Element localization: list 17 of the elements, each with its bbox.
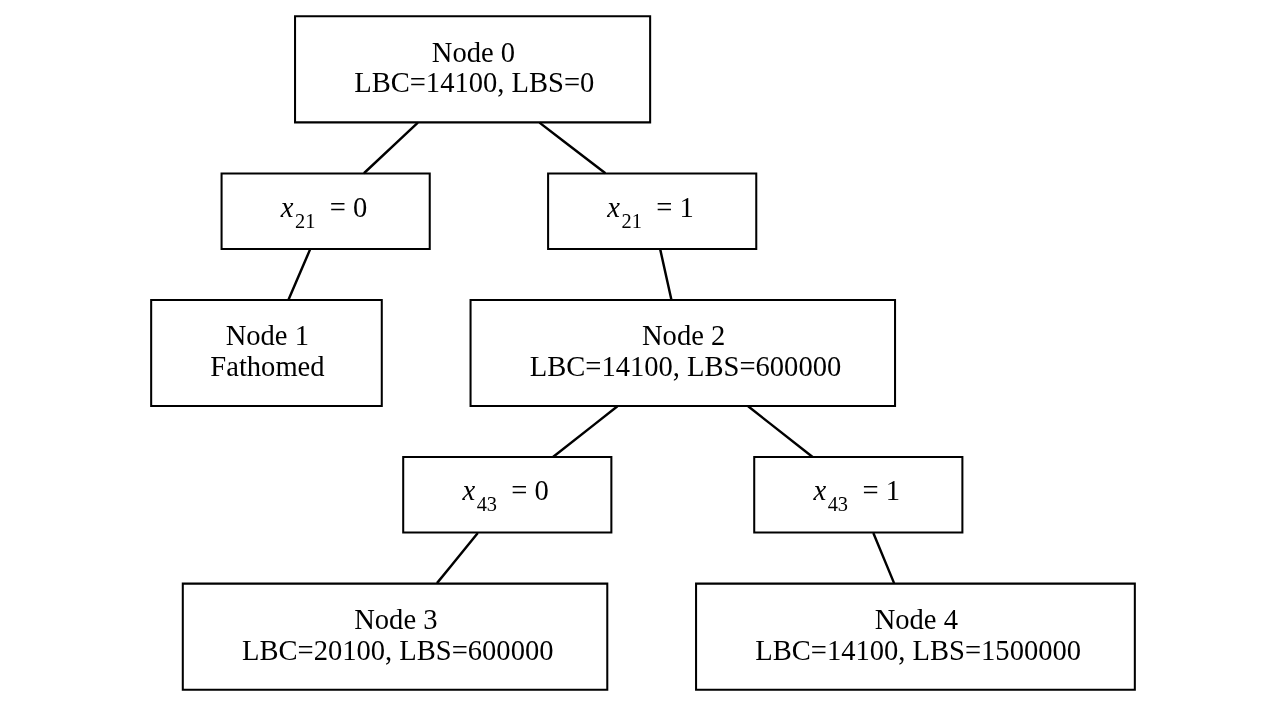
node-box: Node 4 LBC=14100, LBS=1500000 (695, 582, 1136, 691)
node-box: x$_{21}$ = 0 (220, 172, 431, 250)
node-box: Node 3 LBC=20100, LBS=600000 (181, 582, 609, 691)
connector (659, 249, 673, 300)
connector (872, 532, 896, 584)
node-box: x$_{21}$ = 1 (547, 172, 758, 250)
node-box: x$_{43}$ = 0 (402, 456, 613, 534)
node-box: x$_{43}$ = 1 (753, 456, 964, 534)
connector (747, 405, 814, 458)
connector (436, 532, 479, 584)
connector (287, 248, 312, 300)
connector (552, 405, 619, 458)
connector (538, 121, 607, 175)
node-box: Node 0 LBC=14100, LBS=0 (294, 15, 652, 124)
node-box: Node 1 Fathomed (150, 298, 383, 408)
node-box: Node 2 LBC=14100, LBS=600000 (469, 298, 897, 408)
connector (363, 121, 419, 175)
